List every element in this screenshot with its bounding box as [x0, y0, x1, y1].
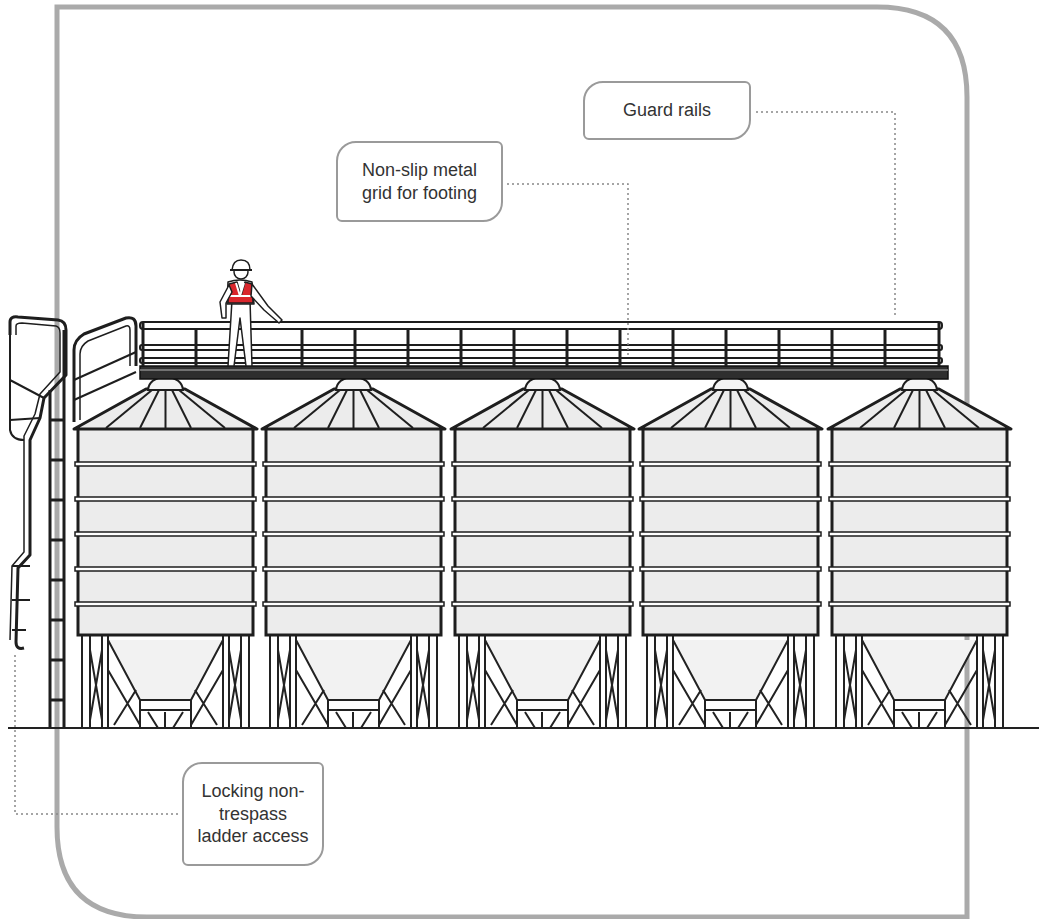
callout-box: Locking non-trespass ladder access: [182, 762, 324, 866]
callout-box: Non-slip metal grid for footing: [336, 141, 503, 222]
callout-label: Guard rails: [597, 99, 737, 122]
callout-label: Locking non-trespass ladder access: [196, 780, 310, 848]
worker-figure: [220, 260, 282, 366]
callout-label: Non-slip metal grid for footing: [350, 159, 489, 204]
callout-box: Guard rails: [583, 81, 751, 140]
